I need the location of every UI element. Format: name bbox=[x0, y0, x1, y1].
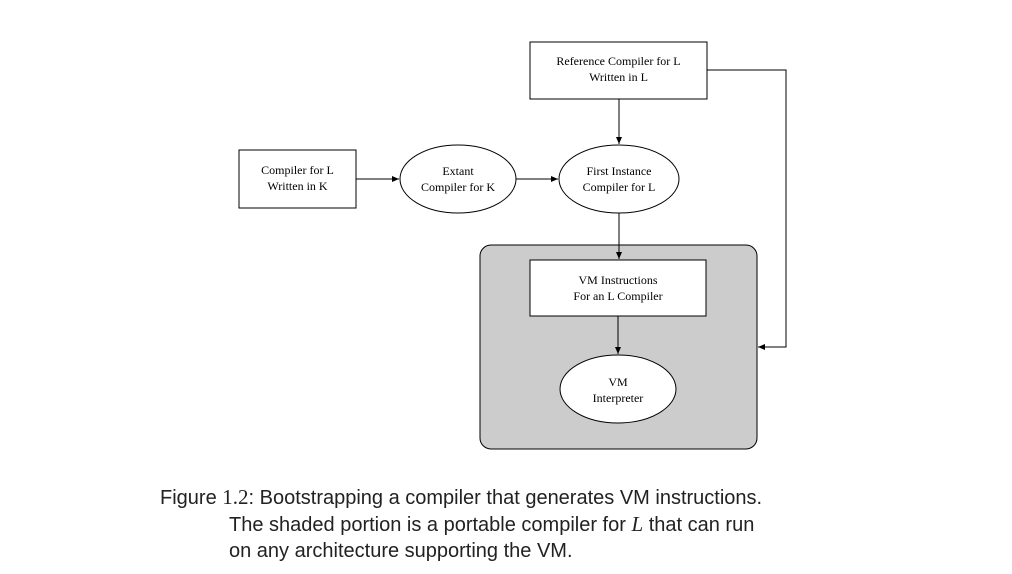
reference-compiler-line-1: Reference Compiler for L bbox=[556, 54, 680, 68]
first-instance-line-1: First Instance bbox=[587, 164, 652, 178]
edge-reference-to-shaded-region bbox=[707, 69, 787, 350]
caption-line-2: The shaded portion is a portable compile… bbox=[160, 511, 880, 538]
vm-instructions-box: VM Instructions For an L Compiler bbox=[529, 259, 707, 317]
figure-caption: Figure 1.2: Bootstrapping a compiler tha… bbox=[160, 484, 880, 564]
caption-line-1: Figure 1.2: Bootstrapping a compiler tha… bbox=[160, 484, 880, 511]
vm-interpreter-line-1: VM bbox=[608, 375, 628, 389]
reference-compiler-line-2: Written in L bbox=[589, 70, 648, 84]
caption-prefix: Figure bbox=[160, 487, 223, 509]
first-instance-ellipse: First Instance Compiler for L bbox=[558, 144, 680, 214]
compiler-for-l-in-k-box: Compiler for L Written in K bbox=[238, 149, 357, 209]
compiler-for-l-line-1: Compiler for L bbox=[261, 163, 334, 177]
extant-compiler-ellipse: Extant Compiler for K bbox=[399, 144, 517, 214]
vm-interpreter-line-2: Interpreter bbox=[593, 391, 644, 405]
caption-line-1-text: : Bootstrapping a compiler that generate… bbox=[248, 487, 763, 509]
first-instance-line-2: Compiler for L bbox=[583, 180, 656, 194]
caption-math-variable: L bbox=[631, 512, 644, 536]
extant-compiler-line-1: Extant bbox=[442, 164, 474, 178]
vm-interpreter-ellipse: VM Interpreter bbox=[559, 354, 677, 424]
compiler-for-l-line-2: Written in K bbox=[267, 179, 328, 193]
caption-line-2-before: The shaded portion is a portable compile… bbox=[229, 514, 632, 536]
vm-instructions-line-2: For an L Compiler bbox=[573, 289, 662, 303]
figure-number: 1.2 bbox=[222, 485, 249, 509]
reference-compiler-box: Reference Compiler for L Written in L bbox=[529, 41, 708, 100]
vm-instructions-line-1: VM Instructions bbox=[579, 273, 658, 287]
caption-line-2-after: that can run bbox=[643, 514, 755, 536]
caption-line-3: on any architecture supporting the VM. bbox=[229, 540, 573, 562]
extant-compiler-line-2: Compiler for K bbox=[421, 180, 495, 194]
